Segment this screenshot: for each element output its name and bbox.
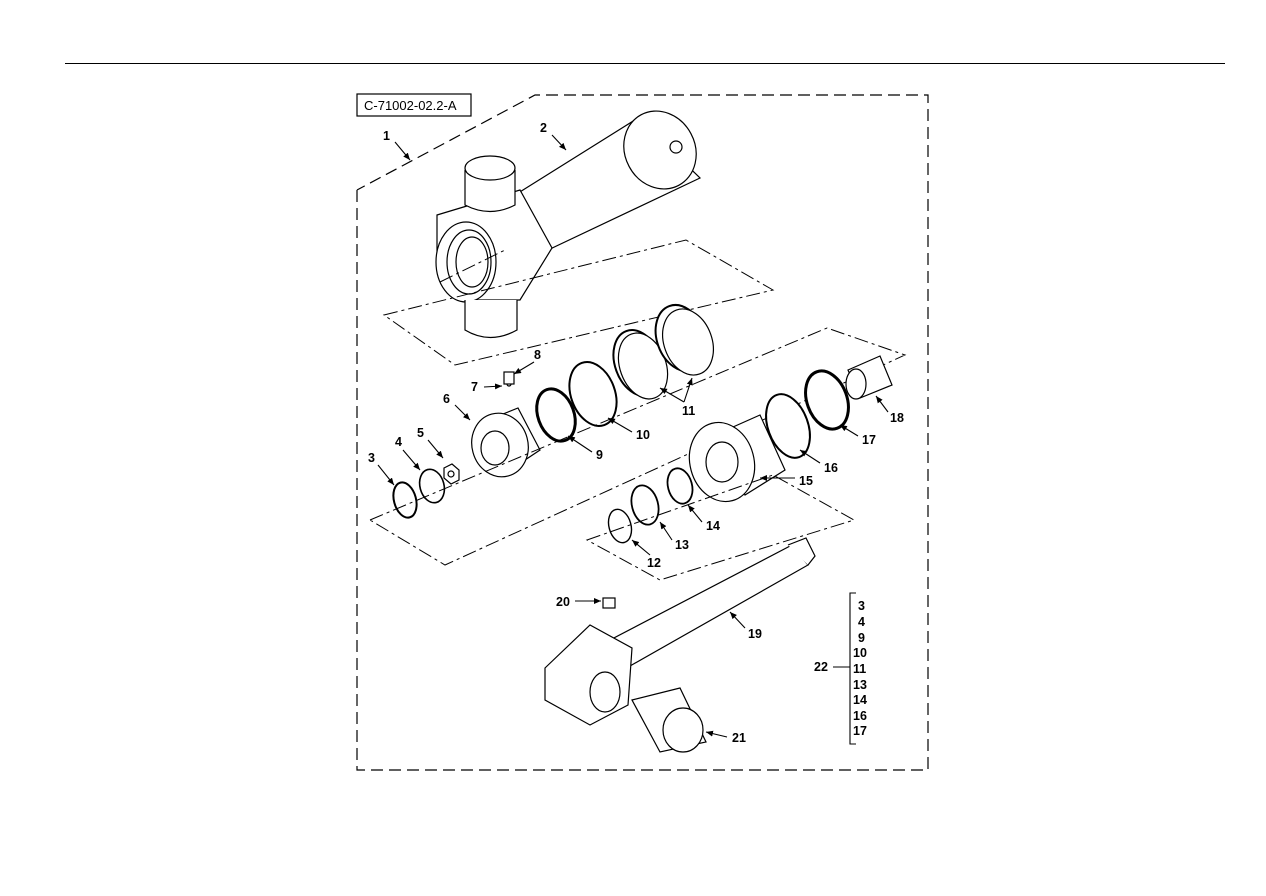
callout-10: 10 xyxy=(636,428,650,442)
kit-label: 22 xyxy=(814,660,828,674)
callout-8: 8 xyxy=(534,348,541,362)
kit-item: 3 xyxy=(858,599,865,613)
callout-3: 3 xyxy=(368,451,375,465)
callout-17: 17 xyxy=(862,433,876,447)
figure-id: C-71002-02.2-A xyxy=(364,98,457,113)
callout-6: 6 xyxy=(443,392,450,406)
gland-plane xyxy=(585,474,856,581)
rings-9-10-11 xyxy=(535,304,714,443)
callout-11: 11 xyxy=(682,404,695,418)
page-top-rule xyxy=(65,63,1225,64)
callout-15: 15 xyxy=(799,474,813,488)
kit-item: 13 xyxy=(853,678,867,692)
callout-7: 7 xyxy=(471,380,478,394)
kit-item: 16 xyxy=(853,709,867,723)
callout-1: 1 xyxy=(383,129,390,143)
callout-20: 20 xyxy=(556,595,570,609)
barrel-plane xyxy=(382,239,775,366)
piston-plane xyxy=(368,327,907,566)
cylinder-barrel xyxy=(435,110,702,339)
kit-item: 14 xyxy=(853,693,867,707)
piston-group xyxy=(392,371,541,519)
kit-item: 4 xyxy=(858,615,865,629)
callout-12: 12 xyxy=(647,556,661,570)
piston-rod xyxy=(544,537,816,753)
kit-item: 17 xyxy=(853,724,867,738)
callout-labels: 1 2 3 4 5 6 7 8 9 10 11 12 13 14 15 16 1… xyxy=(368,121,904,745)
figure-id-box xyxy=(356,93,472,117)
callout-14: 14 xyxy=(706,519,720,533)
callout-5: 5 xyxy=(417,426,424,440)
callout-13: 13 xyxy=(675,538,689,552)
kit-bracket: 22 3 4 9 10 11 13 14 16 17 xyxy=(814,592,867,745)
callout-18: 18 xyxy=(890,411,904,425)
kit-item: 9 xyxy=(858,631,865,645)
callout-9: 9 xyxy=(596,448,603,462)
kit-item: 10 xyxy=(853,646,867,660)
gland-group xyxy=(607,355,893,544)
callout-19: 19 xyxy=(748,627,762,641)
callout-16: 16 xyxy=(824,461,838,475)
kit-item: 11 xyxy=(853,662,866,676)
callout-21: 21 xyxy=(732,731,746,745)
assembly-boundary xyxy=(356,94,929,771)
callout-4: 4 xyxy=(395,435,402,449)
leader-lines xyxy=(377,134,889,738)
callout-2: 2 xyxy=(540,121,547,135)
